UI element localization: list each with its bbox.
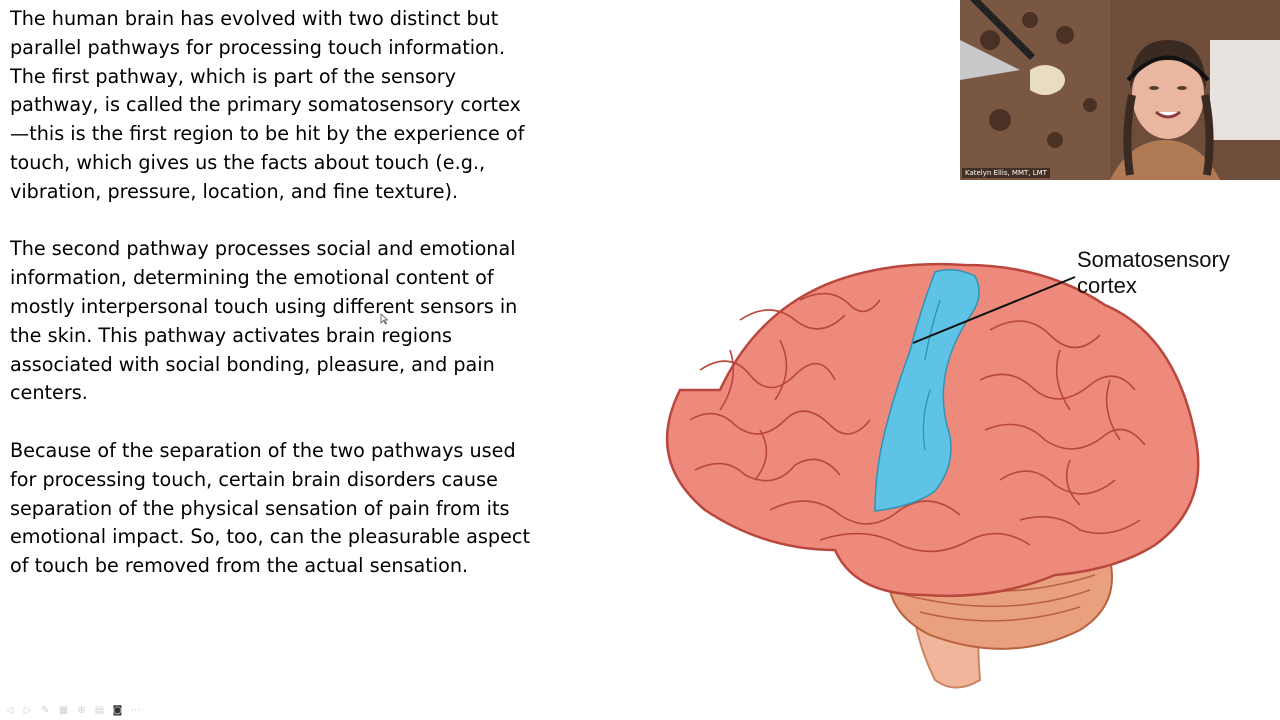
webcam-scene (960, 0, 1280, 180)
paragraph-2: The second pathway processes social and … (10, 237, 518, 405)
webcam-video: Katelyn Ellis, MMT, LMT (960, 0, 1280, 180)
mouse-cursor-icon (380, 313, 388, 325)
zoom-icon[interactable]: ⊕ (77, 704, 86, 716)
slide-text: The human brain has evolved with two dis… (10, 5, 530, 610)
slides-icon[interactable]: ▦ (58, 704, 69, 716)
brain-label-line1: Somatosensory (1077, 247, 1230, 272)
camera-icon[interactable]: ◙ (112, 704, 123, 716)
cortex-pointer-line (912, 276, 1076, 344)
brain-label-line2: cortex (1077, 273, 1137, 298)
next-icon[interactable]: ▷ (23, 704, 32, 716)
previous-icon[interactable]: ◁ (5, 704, 14, 716)
paragraph-1: The human brain has evolved with two dis… (10, 7, 525, 203)
presenter-toolbar: ◁ ▷ ✎ ▦ ⊕ ▤ ◙ ⋯ (2, 701, 143, 719)
paragraph-3: Because of the separation of the two pat… (10, 438, 530, 578)
brain-label: Somatosensory cortex (1077, 247, 1230, 299)
somatosensory-cortex (874, 269, 980, 512)
participant-name: Katelyn Ellis, MMT, LMT (962, 168, 1050, 178)
more-icon[interactable]: ⋯ (130, 704, 141, 716)
brain-illustration (665, 262, 1200, 689)
subtitles-icon[interactable]: ▤ (94, 704, 105, 716)
pen-icon[interactable]: ✎ (41, 704, 50, 716)
